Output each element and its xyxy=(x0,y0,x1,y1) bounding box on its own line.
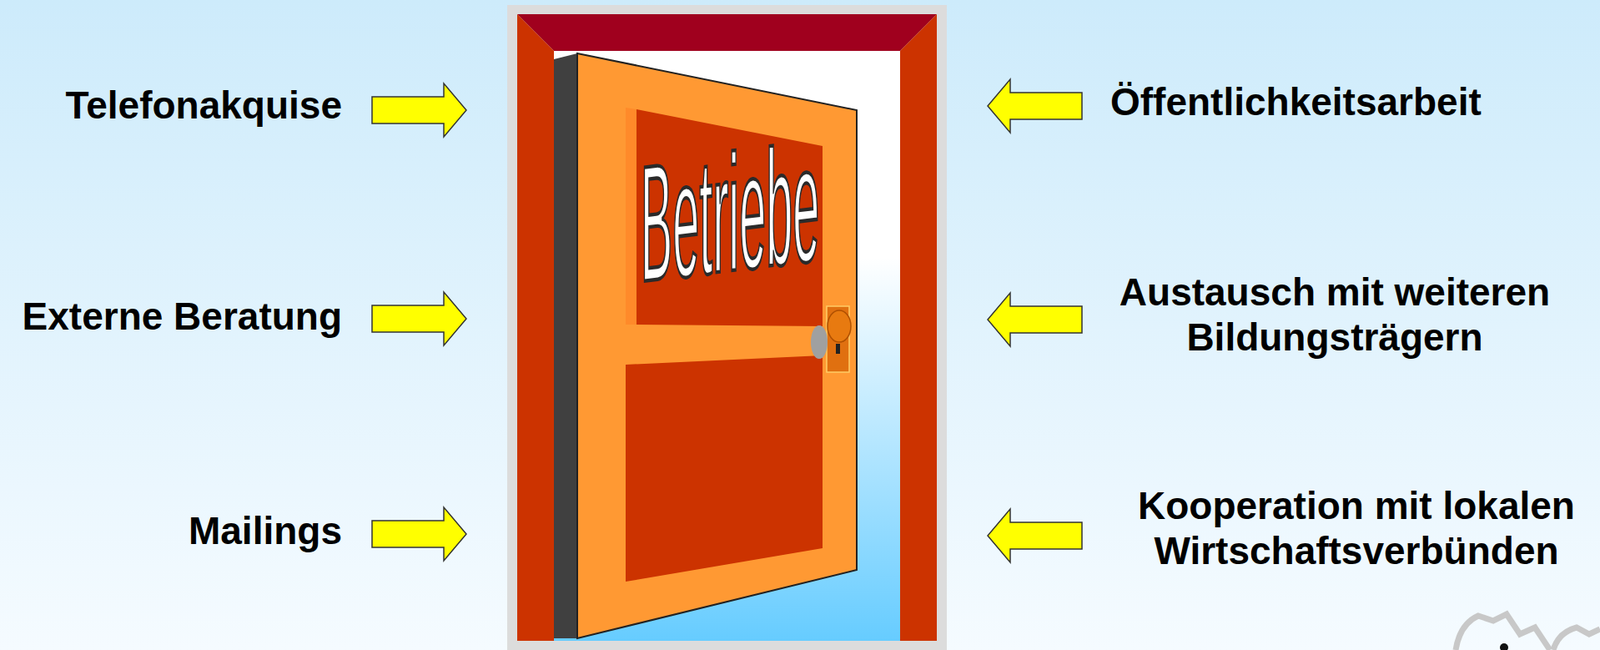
lower-panel xyxy=(625,355,823,582)
frame-post-right xyxy=(900,14,937,641)
channel-label: Externe Beratung xyxy=(0,293,343,339)
logo-gear xyxy=(1553,627,1600,650)
frame-post-left xyxy=(517,14,554,641)
block-arrow xyxy=(987,508,1082,563)
door-title: Betriebe xyxy=(640,120,821,307)
panel-bevel xyxy=(625,107,637,325)
block-arrow xyxy=(372,291,467,346)
channel-label: Mailings xyxy=(0,508,343,554)
block-arrow xyxy=(372,507,467,561)
logo-dot xyxy=(1499,643,1509,650)
door-node: Betriebe xyxy=(553,50,859,641)
block-arrow xyxy=(372,83,467,137)
door-edge xyxy=(553,53,578,639)
arrows-left xyxy=(372,83,467,561)
channel-label: Öffentlichkeitsarbeit xyxy=(1110,79,1595,125)
knob-back xyxy=(810,325,828,359)
channel-label: Kooperation mit lokalen Wirtschaftsverbü… xyxy=(1114,483,1599,574)
frame-border xyxy=(507,5,947,650)
arrows-right xyxy=(987,79,1082,563)
watermark-logo xyxy=(1455,613,1600,650)
door-leaf xyxy=(577,53,857,639)
block-arrow xyxy=(987,79,1082,133)
door-knob xyxy=(827,310,851,343)
keyhole xyxy=(835,343,841,354)
frame-lintel xyxy=(517,14,937,51)
block-arrow xyxy=(987,292,1082,347)
door-opening xyxy=(553,50,901,641)
upper-panel xyxy=(636,109,823,327)
channel-label: Austausch mit weiteren Bildungsträgern xyxy=(1092,269,1577,360)
channel-label: Telefonakquise xyxy=(0,82,343,128)
